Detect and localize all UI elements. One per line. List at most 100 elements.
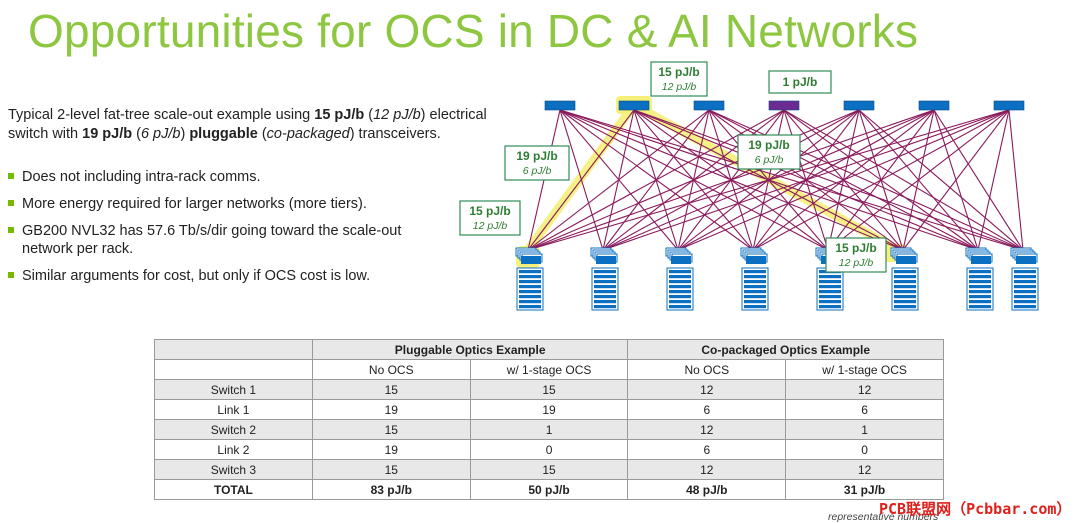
leaf-switch-icon: [1016, 256, 1036, 264]
rack-server-icon: [594, 270, 616, 274]
callout-box: [768, 70, 832, 94]
bullet-square-icon: [8, 272, 14, 278]
column-header: w/ 1-stage OCS: [469, 359, 629, 380]
network-link: [527, 109, 785, 251]
rack-server-icon: [894, 275, 916, 279]
table-cell: 19: [311, 439, 471, 460]
table-subheader-empty: [154, 359, 313, 380]
table-cell: 12: [627, 419, 787, 440]
table-cell: 19: [469, 399, 629, 420]
rack-server-icon: [819, 300, 841, 304]
bullet-list: Does not including intra-rack comms. Mor…: [8, 168, 448, 294]
rack-server-icon: [519, 305, 541, 309]
network-link: [559, 109, 1024, 251]
table-row: Link 1 19 19 6 6: [154, 399, 944, 420]
table-row: Switch 3 15 15 12 12: [154, 459, 944, 480]
rack-server-icon: [594, 285, 616, 289]
rack-server-icon: [1014, 285, 1036, 289]
bullet-square-icon: [8, 227, 14, 233]
rack-server-icon: [519, 275, 541, 279]
table-cell: 31 pJ/b: [785, 479, 944, 500]
rack-server-icon: [969, 305, 991, 309]
spine-switch-icon: [693, 100, 725, 111]
network-link: [633, 109, 1024, 251]
rack-server-icon: [669, 270, 691, 274]
spine-switch-icon: [993, 100, 1025, 111]
rack-server-icon: [669, 285, 691, 289]
rack-server-icon: [969, 280, 991, 284]
callout-box: [459, 200, 521, 236]
table-cell: 1: [469, 419, 629, 440]
intro-paragraph: Typical 2-level fat-tree scale-out examp…: [8, 107, 487, 142]
network-link: [677, 109, 1010, 251]
bullet-item: Similar arguments for cost, but only if …: [8, 267, 448, 285]
column-header: No OCS: [627, 359, 787, 380]
table-row: Switch 1 15 15 12 12: [154, 379, 944, 400]
rack-server-icon: [519, 290, 541, 294]
rack-server-icon: [819, 295, 841, 299]
callout-box: [504, 145, 570, 181]
rack-server-icon: [894, 295, 916, 299]
rack-server-icon: [1014, 295, 1036, 299]
bullet-item: More energy required for larger networks…: [8, 195, 448, 213]
table-cell: 1: [785, 419, 944, 440]
table-cell: 12: [627, 459, 787, 480]
spine-switch-icon: [618, 100, 650, 111]
table-cell: 15: [469, 379, 629, 400]
network-link: [827, 109, 1010, 251]
rack-server-icon: [594, 300, 616, 304]
rack-server-icon: [594, 275, 616, 279]
watermark: PCB联盟网（Pcbbar.com）: [879, 500, 1072, 518]
network-link: [902, 109, 1010, 251]
leaf-switch-icon: [896, 256, 916, 264]
spine-switch-icon: [544, 100, 576, 111]
rack-server-icon: [1014, 305, 1036, 309]
network-link: [1008, 109, 1024, 251]
rack-server-icon: [894, 280, 916, 284]
table-cell: 15: [311, 459, 471, 480]
callout-energy-label: 15 pJ/b: [835, 241, 876, 255]
network-link: [527, 109, 635, 251]
rack-server-icon: [519, 300, 541, 304]
rack-server-icon: [519, 270, 541, 274]
callout-energy-label: 15 pJ/b: [469, 204, 510, 218]
rack-server-icon: [669, 295, 691, 299]
network-link: [783, 109, 1024, 251]
group-header-pluggable: Pluggable Optics Example: [311, 339, 629, 360]
rack-server-icon: [969, 275, 991, 279]
rack-server-icon: [894, 300, 916, 304]
rack-server-icon: [1014, 275, 1036, 279]
rack-server-icon: [519, 295, 541, 299]
rack-server-icon: [894, 285, 916, 289]
rack-server-icon: [744, 300, 766, 304]
rack-server-icon: [669, 280, 691, 284]
callout-energy-label: 15 pJ/b: [658, 65, 699, 79]
network-link: [752, 109, 1010, 251]
table-cell: 15: [469, 459, 629, 480]
leaf-switch-icon: [596, 256, 616, 264]
table-row: Switch 2 15 1 12 1: [154, 419, 944, 440]
callout-energy-sublabel: 12 pJ/b: [662, 81, 697, 93]
rack-server-icon: [744, 275, 766, 279]
network-link: [527, 109, 1010, 251]
rack-server-icon: [744, 305, 766, 309]
rack-server-icon: [594, 305, 616, 309]
rack-server-icon: [1014, 300, 1036, 304]
callout-box: [650, 61, 708, 97]
table-cell: 50 pJ/b: [469, 479, 629, 500]
table-cell: 6: [627, 439, 787, 460]
rack-server-icon: [1014, 280, 1036, 284]
column-header: w/ 1-stage OCS: [785, 359, 944, 380]
page-title: Opportunities for OCS in DC & AI Network…: [28, 5, 919, 57]
rack-server-icon: [594, 290, 616, 294]
callout-energy-sublabel: 12 pJ/b: [839, 257, 874, 269]
rack-server-icon: [894, 290, 916, 294]
rack-server-icon: [1014, 290, 1036, 294]
table-total-row: TOTAL 83 pJ/b 50 pJ/b 48 pJ/b 31 pJ/b: [154, 479, 944, 500]
row-label: Link 1: [154, 399, 313, 420]
table-corner-cell: [154, 339, 313, 360]
rack-server-icon: [819, 275, 841, 279]
callout-energy-label: 19 pJ/b: [748, 138, 789, 152]
rack-server-icon: [744, 285, 766, 289]
